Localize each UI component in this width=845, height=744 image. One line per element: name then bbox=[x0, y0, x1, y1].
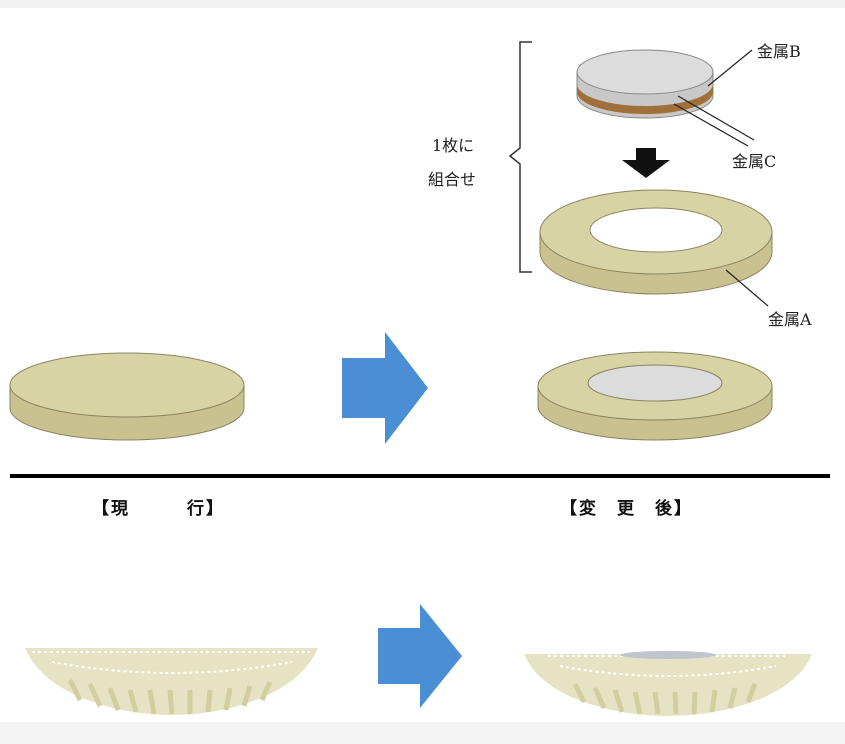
changed-coin-edge-closeup bbox=[524, 651, 812, 716]
pointer-metal-c-2 bbox=[673, 103, 749, 147]
pointer-metal-a bbox=[725, 269, 769, 307]
combine-label-line2: 組合せ bbox=[428, 170, 477, 189]
current-coin-edge-closeup bbox=[25, 648, 318, 715]
combine-label-line1: 1枚に bbox=[432, 136, 475, 155]
pointer-metal-c-1 bbox=[677, 95, 755, 141]
black-down-arrow bbox=[622, 148, 670, 178]
divider-line bbox=[10, 474, 830, 478]
metal-c-label: 金属C bbox=[732, 152, 777, 171]
blue-right-arrow-top bbox=[342, 332, 428, 444]
pointer-metal-b bbox=[707, 49, 753, 87]
changed-coin bbox=[537, 351, 773, 441]
top-border bbox=[0, 0, 845, 8]
metal-b-label: 金属B bbox=[757, 42, 801, 61]
metal-a-label: 金属A bbox=[768, 310, 812, 329]
current-coin bbox=[9, 352, 245, 441]
bottom-border bbox=[0, 722, 845, 744]
blue-right-arrow-bottom bbox=[378, 604, 462, 708]
bracket bbox=[508, 41, 532, 273]
changed-caption: 【変 更 後】 bbox=[560, 499, 693, 519]
current-caption: 【現 行】 bbox=[92, 499, 225, 519]
metal-a-ring bbox=[539, 189, 773, 295]
metal-b-c-coin bbox=[576, 49, 714, 119]
